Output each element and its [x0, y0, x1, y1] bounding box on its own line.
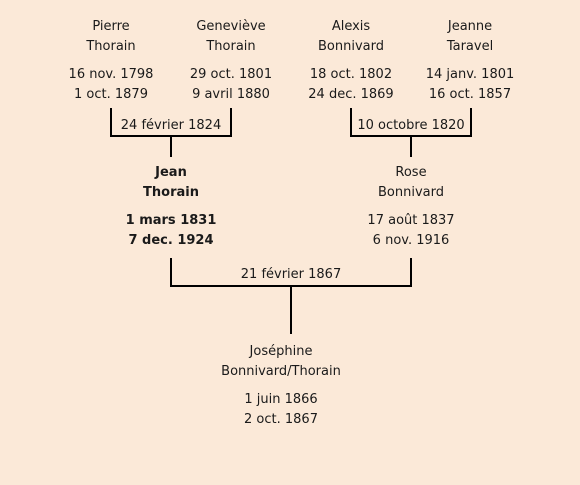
person-birth-date: 14 janv. 1801	[425, 67, 515, 82]
person-first-name: Rose	[395, 165, 427, 180]
person-birth-date: 29 oct. 1801	[189, 67, 273, 82]
person-alexis-bonnivard: Alexis Bonnivard 18 oct. 1802 24 dec. 18…	[281, 17, 421, 105]
person-death-date: 1 oct. 1879	[74, 87, 148, 102]
person-josephine-bonnivard-thorain: Joséphine Bonnivard/Thorain 1 juin 1866 …	[211, 342, 351, 430]
person-birth-date: 1 juin 1866	[244, 392, 318, 407]
person-last-name: Bonnivard/Thorain	[221, 364, 341, 379]
person-birth-date: 16 nov. 1798	[68, 67, 154, 82]
person-first-name: Geneviève	[196, 19, 266, 34]
person-last-name: Bonnivard	[318, 39, 384, 54]
marriage-date-parents: 21 février 1867	[240, 267, 342, 282]
person-birth-date: 17 août 1837	[367, 213, 455, 228]
person-death-date: 24 dec. 1869	[308, 87, 394, 102]
person-death-date: 2 oct. 1867	[244, 412, 318, 427]
person-birth-date: 1 mars 1831	[125, 213, 217, 228]
person-jean-thorain: Jean Thorain 1 mars 1831 7 dec. 1924	[101, 163, 241, 251]
person-last-name: Thorain	[143, 185, 199, 200]
person-death-date: 16 oct. 1857	[428, 87, 512, 102]
person-first-name: Jeanne	[447, 19, 493, 34]
marriage-date-maternal: 10 octobre 1820	[357, 118, 465, 133]
person-death-date: 9 avril 1880	[192, 87, 270, 102]
person-last-name: Taravel	[446, 39, 494, 54]
person-birth-date: 18 oct. 1802	[309, 67, 393, 82]
person-first-name: Jean	[155, 165, 187, 180]
person-death-date: 6 nov. 1916	[372, 233, 450, 248]
person-last-name: Bonnivard	[378, 185, 444, 200]
person-last-name: Thorain	[86, 39, 136, 54]
person-rose-bonnivard: Rose Bonnivard 17 août 1837 6 nov. 1916	[341, 163, 481, 251]
person-first-name: Pierre	[92, 19, 130, 34]
person-pierre-thorain: Pierre Thorain 16 nov. 1798 1 oct. 1879	[41, 17, 181, 105]
person-first-name: Alexis	[331, 19, 371, 34]
person-death-date: 7 dec. 1924	[128, 233, 214, 248]
person-jeanne-taravel: Jeanne Taravel 14 janv. 1801 16 oct. 185…	[400, 17, 540, 105]
marriage-date-paternal: 24 février 1824	[120, 118, 222, 133]
person-genevieve-thorain: Geneviève Thorain 29 oct. 1801 9 avril 1…	[161, 17, 301, 105]
person-first-name: Joséphine	[249, 344, 313, 359]
person-last-name: Thorain	[206, 39, 256, 54]
